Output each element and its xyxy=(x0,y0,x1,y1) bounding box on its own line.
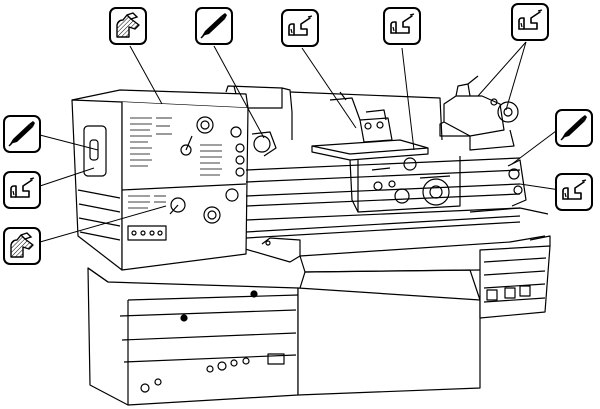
symbol-top-4 xyxy=(383,7,421,45)
headstock xyxy=(71,85,293,271)
symbol-top-2 xyxy=(195,7,233,45)
carriage-apron xyxy=(311,91,461,213)
tailstock xyxy=(439,75,519,151)
symbol-right-2 xyxy=(555,173,593,211)
symbol-left-3 xyxy=(3,227,41,265)
right-end-gears xyxy=(469,159,549,215)
symbol-left-1 xyxy=(3,115,41,153)
symbol-top-3 xyxy=(281,9,319,47)
lathe-base-cabinets xyxy=(87,235,551,406)
lathe-drawing xyxy=(71,75,551,406)
symbol-top-5 xyxy=(511,3,549,41)
lathe-bed xyxy=(245,91,521,239)
symbol-right-1 xyxy=(555,109,593,147)
symbol-top-1 xyxy=(109,7,147,45)
leader-lines xyxy=(35,41,561,243)
symbol-left-2 xyxy=(3,171,41,209)
